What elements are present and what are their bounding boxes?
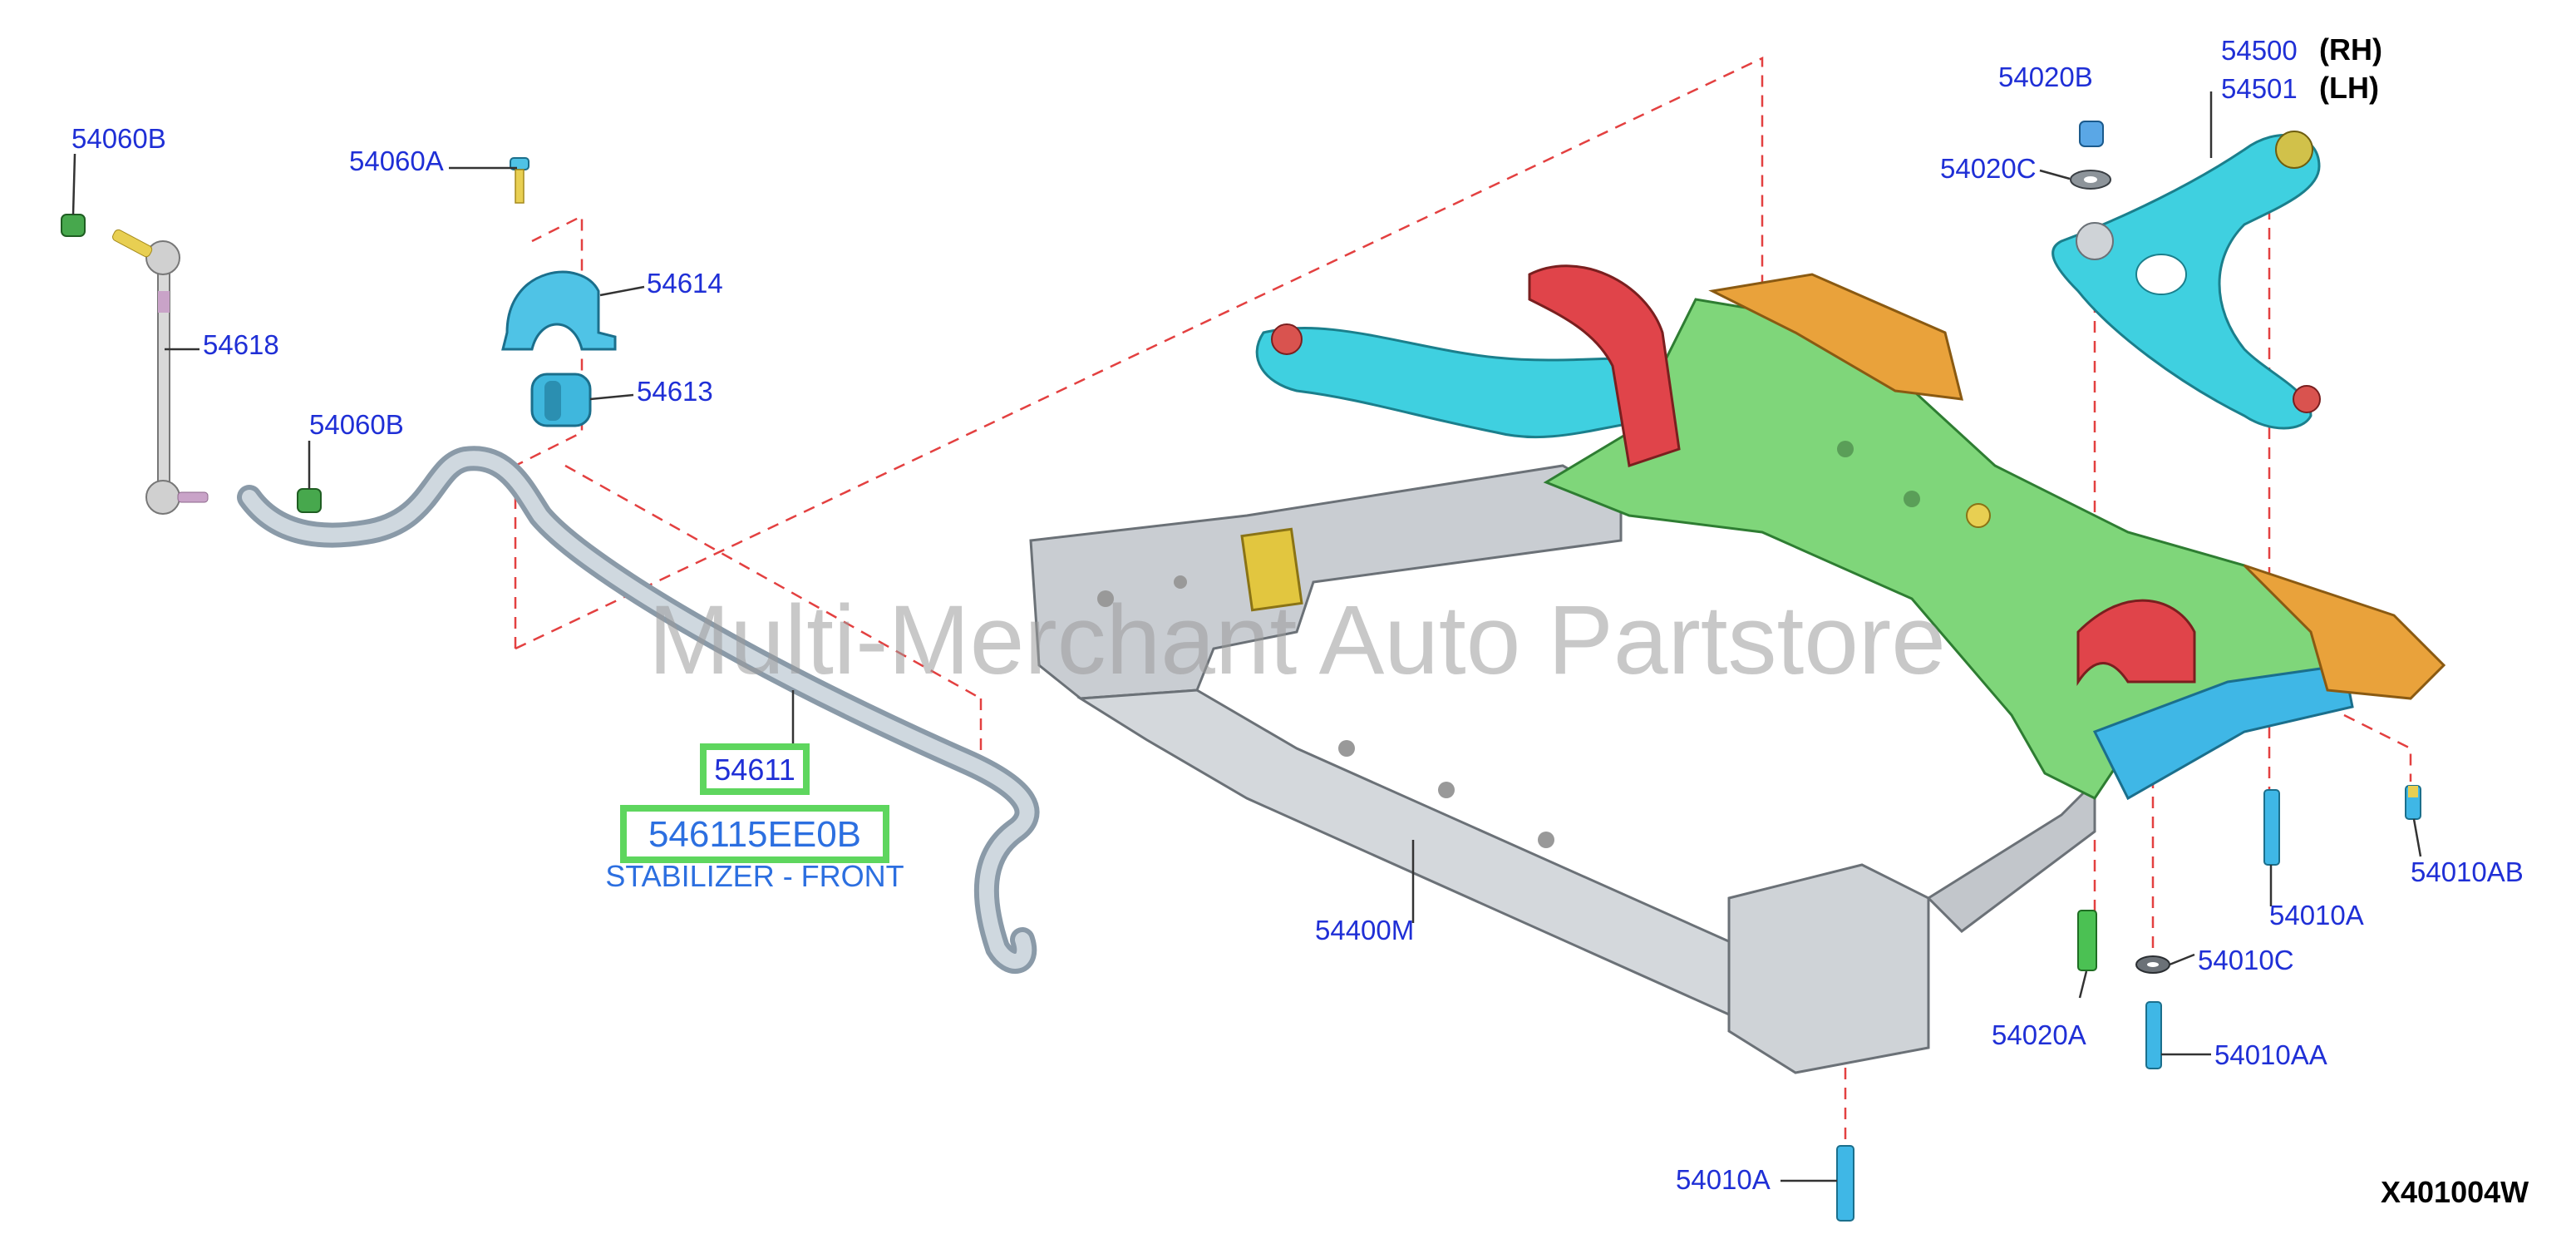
label-54618[interactable]: 54618: [203, 329, 279, 360]
label-54501[interactable]: 54501: [2221, 73, 2298, 104]
washer-54020C[interactable]: [2070, 170, 2111, 190]
front-subframe[interactable]: [1029, 464, 2096, 1074]
highlight-description: STABILIZER - FRONT: [605, 859, 904, 893]
highlight-part-number[interactable]: 546115EE0B: [648, 814, 861, 855]
bolt-54010A-bottom[interactable]: [1836, 1145, 1854, 1222]
label-54500[interactable]: 54500: [2221, 35, 2298, 66]
label-54060B-top[interactable]: 54060B: [71, 123, 166, 154]
label-54010C[interactable]: 54010C: [2198, 945, 2294, 975]
label-54400M[interactable]: 54400M: [1315, 915, 1414, 945]
right-control-arm[interactable]: [2051, 131, 2321, 430]
stabilizer-bushing[interactable]: [530, 373, 592, 427]
nut-54060B-mid[interactable]: [297, 488, 322, 513]
crossmember[interactable]: [1528, 264, 2446, 801]
highlighted-part[interactable]: 54611 546115EE0B STABILIZER - FRONT: [605, 743, 904, 893]
stabilizer-bar[interactable]: [237, 446, 1040, 974]
label-54501-side: (LH): [2319, 71, 2379, 105]
label-54020A[interactable]: 54020A: [1992, 1019, 2086, 1050]
bolt-54020A[interactable]: [2077, 910, 2097, 971]
bushing-clamp[interactable]: [501, 270, 617, 351]
label-54010A-right[interactable]: 54010A: [2269, 900, 2364, 930]
nut-54020B[interactable]: [2079, 121, 2104, 147]
label-54010AA[interactable]: 54010AA: [2214, 1039, 2327, 1070]
label-54020B[interactable]: 54020B: [1998, 62, 2093, 92]
label-54060A[interactable]: 54060A: [349, 146, 444, 176]
diagram-code: X401004W: [2381, 1175, 2529, 1209]
stabilizer-link[interactable]: [111, 229, 209, 515]
label-54020C[interactable]: 54020C: [1940, 153, 2037, 184]
label-54060B-mid[interactable]: 54060B: [309, 409, 404, 440]
bolt-54010AB[interactable]: [2405, 785, 2421, 820]
bolt-54010AA[interactable]: [2145, 1001, 2162, 1069]
nut-54060B-top[interactable]: [61, 214, 86, 237]
label-54010AB[interactable]: 54010AB: [2411, 856, 2524, 887]
washer-54010C[interactable]: [2135, 955, 2170, 974]
bolt-54010A-right[interactable]: [2263, 789, 2280, 866]
bolt-54060A[interactable]: [510, 157, 529, 204]
label-54614[interactable]: 54614: [647, 268, 723, 299]
label-54613[interactable]: 54613: [637, 376, 713, 407]
watermark: Multi-Merchant Auto Partstore: [648, 585, 1946, 695]
leader-lines: [71, 91, 2422, 1182]
label-54500-side: (RH): [2319, 32, 2382, 67]
label-54010A-bottom[interactable]: 54010A: [1676, 1164, 1771, 1195]
left-control-arm[interactable]: [1255, 323, 1706, 439]
highlight-ref[interactable]: 54611: [714, 753, 795, 787]
